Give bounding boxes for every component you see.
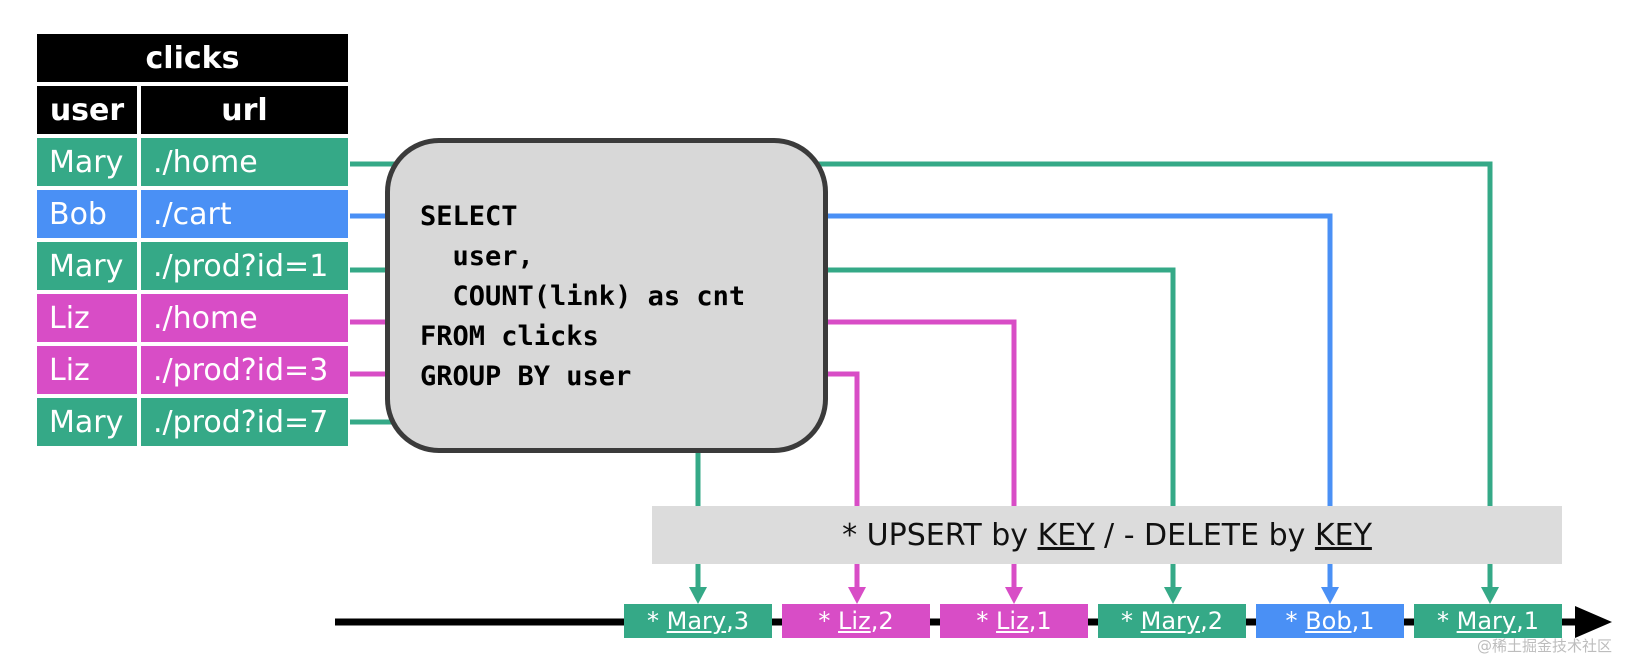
result-prefix: * xyxy=(976,607,997,635)
result-user: Liz xyxy=(996,607,1029,635)
row-user-cell: Mary xyxy=(37,242,137,290)
row-user-cell: Liz xyxy=(37,346,137,394)
row-url-cell: ./prod?id=7 xyxy=(141,398,348,446)
result-chip: * Mary,3 xyxy=(624,604,772,638)
timeline-arrowhead xyxy=(1575,606,1612,638)
row-url-cell: ./cart xyxy=(141,190,348,238)
result-value: ,1 xyxy=(1516,607,1540,635)
result-chip: * Liz,2 xyxy=(782,604,930,638)
result-prefix: * xyxy=(1120,607,1141,635)
result-value: ,2 xyxy=(870,607,894,635)
result-prefix: * xyxy=(646,607,667,635)
row-user-cell: Bob xyxy=(37,190,137,238)
result-chip: * Mary,1 xyxy=(1414,604,1562,638)
result-user: Liz xyxy=(838,607,871,635)
arrowhead-liz-1 xyxy=(1005,587,1023,604)
table-title: clicks xyxy=(37,34,348,82)
result-user: Bob xyxy=(1305,607,1352,635)
result-value: ,1 xyxy=(1028,607,1052,635)
row-user-cell: Mary xyxy=(37,138,137,186)
result-prefix: * xyxy=(1436,607,1457,635)
arrowhead-mary-3 xyxy=(689,587,707,604)
sql-query-box: SELECT user, COUNT(link) as cnt FROM cli… xyxy=(385,138,828,453)
result-value: ,1 xyxy=(1351,607,1375,635)
banner-upsert-text: * UPSERT by xyxy=(842,517,1038,553)
result-chip: * Bob,1 xyxy=(1256,604,1404,638)
banner-key-2: KEY xyxy=(1314,517,1372,553)
result-value: ,3 xyxy=(726,607,750,635)
arrowhead-mary-1 xyxy=(1481,587,1499,604)
row-user-cell: Liz xyxy=(37,294,137,342)
sql-query-text: SELECT user, COUNT(link) as cnt FROM cli… xyxy=(420,201,746,392)
watermark: @稀土掘金技术社区 xyxy=(1476,637,1612,655)
row-url-cell: ./home xyxy=(141,294,348,342)
row-url-cell: ./prod?id=3 xyxy=(141,346,348,394)
arrowhead-mary-2 xyxy=(1164,587,1182,604)
banner-key-1: KEY xyxy=(1037,517,1095,553)
arrowhead-bob-1 xyxy=(1321,587,1339,604)
result-user: Mary xyxy=(1140,607,1201,635)
result-prefix: * xyxy=(1285,607,1306,635)
banner-delete-text: / - DELETE by xyxy=(1094,517,1315,553)
column-header-user: user xyxy=(37,86,137,134)
result-value: ,2 xyxy=(1200,607,1224,635)
row-url-cell: ./home xyxy=(141,138,348,186)
result-prefix: * xyxy=(818,607,839,635)
result-chip: * Mary,2 xyxy=(1098,604,1246,638)
row-user-cell: Mary xyxy=(37,398,137,446)
result-user: Mary xyxy=(666,607,727,635)
result-chip: * Liz,1 xyxy=(940,604,1088,638)
row-url-cell: ./prod?id=1 xyxy=(141,242,348,290)
result-user: Mary xyxy=(1456,607,1517,635)
arrowhead-liz-2 xyxy=(848,587,866,604)
column-header-url: url xyxy=(141,86,348,134)
upsert-delete-banner: * UPSERT by KEY / - DELETE by KEY xyxy=(652,506,1562,564)
